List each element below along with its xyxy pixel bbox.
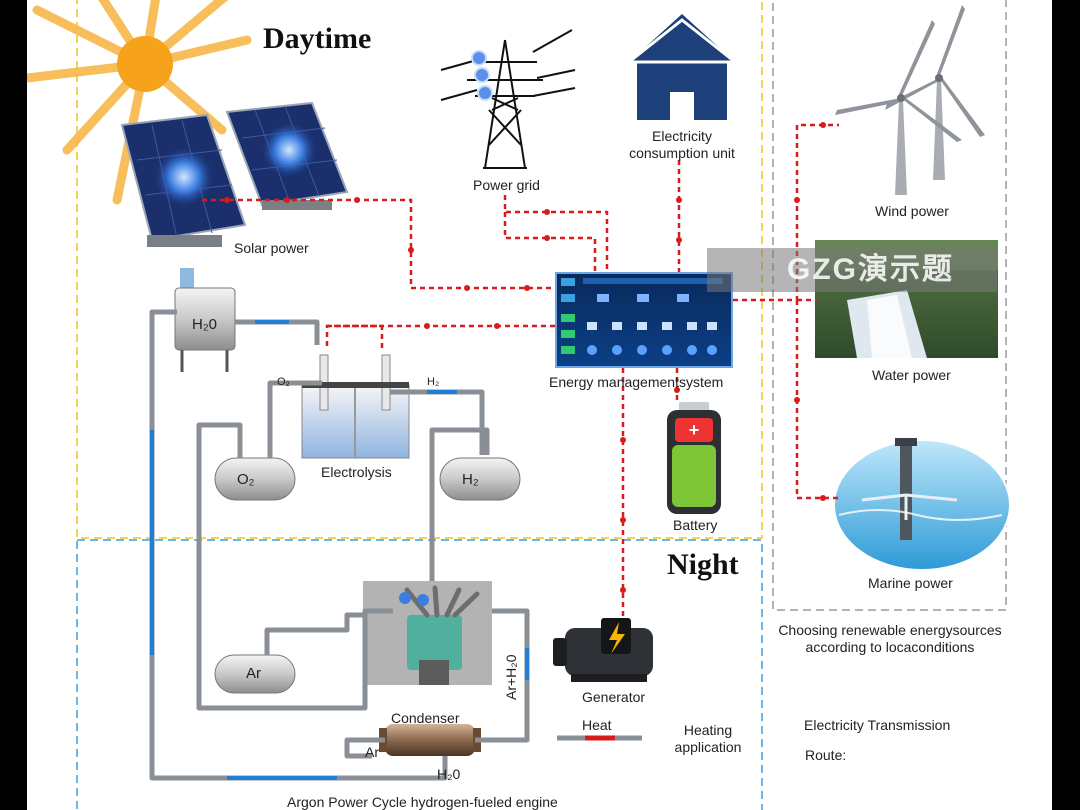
battery-label: Battery — [673, 517, 718, 533]
marine-power-label: Marine power — [868, 575, 953, 591]
ar-out-label: Ar — [365, 744, 379, 760]
power-tower-icon — [440, 29, 576, 169]
moon-icon — [697, 585, 735, 635]
renewable-caption-1: Choosing renewable energysources — [778, 622, 1002, 638]
ar-tank-label: Ar — [246, 665, 261, 682]
condenser-label: Condenser — [391, 710, 460, 726]
engine-caption: Argon Power Cycle hydrogen-fueled engine — [287, 794, 558, 810]
power-tower-glow — [471, 50, 493, 101]
water-tank-label: H₂0 — [192, 316, 217, 333]
wind-turbine-icon — [835, 5, 985, 195]
transmission-label-2: Route: — [805, 747, 847, 763]
diagram-panel: + — [27, 0, 1052, 810]
h2o-out-label: H₂0 — [437, 766, 461, 782]
power-line-markers — [224, 122, 826, 593]
water-tank-icon — [174, 268, 236, 372]
power-grid-label: Power grid — [473, 177, 540, 193]
o2-pipe-label: O₂ — [277, 376, 290, 388]
transmission-label-1: Electricity Transmission — [804, 717, 951, 733]
condenser-icon — [379, 724, 481, 756]
heating-label-2: application — [674, 739, 742, 755]
solar-power-label: Solar power — [234, 240, 309, 256]
h2-tank-label: H₂ — [462, 471, 479, 488]
ems-label: Energy managementsystem — [549, 374, 724, 390]
tidal-turbine-icon — [833, 438, 1011, 571]
renewable-caption-2: according to locaconditions — [805, 639, 975, 655]
generator-icon — [553, 618, 653, 682]
ar-h2o-label: Ar+H₂0 — [503, 654, 519, 700]
night-region — [76, 539, 763, 810]
generator-label: Generator — [582, 689, 646, 705]
daytime-title: Daytime — [263, 22, 372, 55]
consumption-label-2: consumption unit — [629, 145, 735, 161]
night-title: Night — [667, 548, 739, 581]
watermark: GZG演示题 — [707, 248, 997, 292]
o2-tank-icon — [214, 457, 296, 501]
energy-diagram: + — [27, 0, 1011, 810]
electrolysis-label: Electrolysis — [321, 464, 392, 480]
ems-dashboard-icon — [561, 278, 723, 355]
solar-panel-icon — [120, 101, 349, 247]
heating-label-1: Heating — [683, 722, 733, 738]
svg-text:+: + — [689, 420, 700, 440]
ar-tank-icon — [214, 654, 296, 694]
renewable-region — [772, 0, 1007, 611]
water-power-label: Water power — [872, 367, 951, 383]
electrolysis-cell — [301, 354, 410, 459]
battery-icon: + — [667, 402, 721, 514]
wind-power-label: Wind power — [875, 203, 949, 219]
house-icon — [624, 14, 740, 120]
pipe-network — [149, 309, 530, 781]
energy-management-screen — [555, 272, 733, 368]
engine-icon — [363, 581, 492, 685]
h2-tank-icon — [439, 457, 521, 501]
consumption-label-1: Electricity — [652, 128, 712, 144]
water-pipe-segments — [150, 320, 529, 780]
h2-pipe-label: H₂ — [427, 376, 440, 388]
heat-label: Heat — [582, 717, 612, 733]
o2-tank-label: O₂ — [237, 471, 255, 488]
